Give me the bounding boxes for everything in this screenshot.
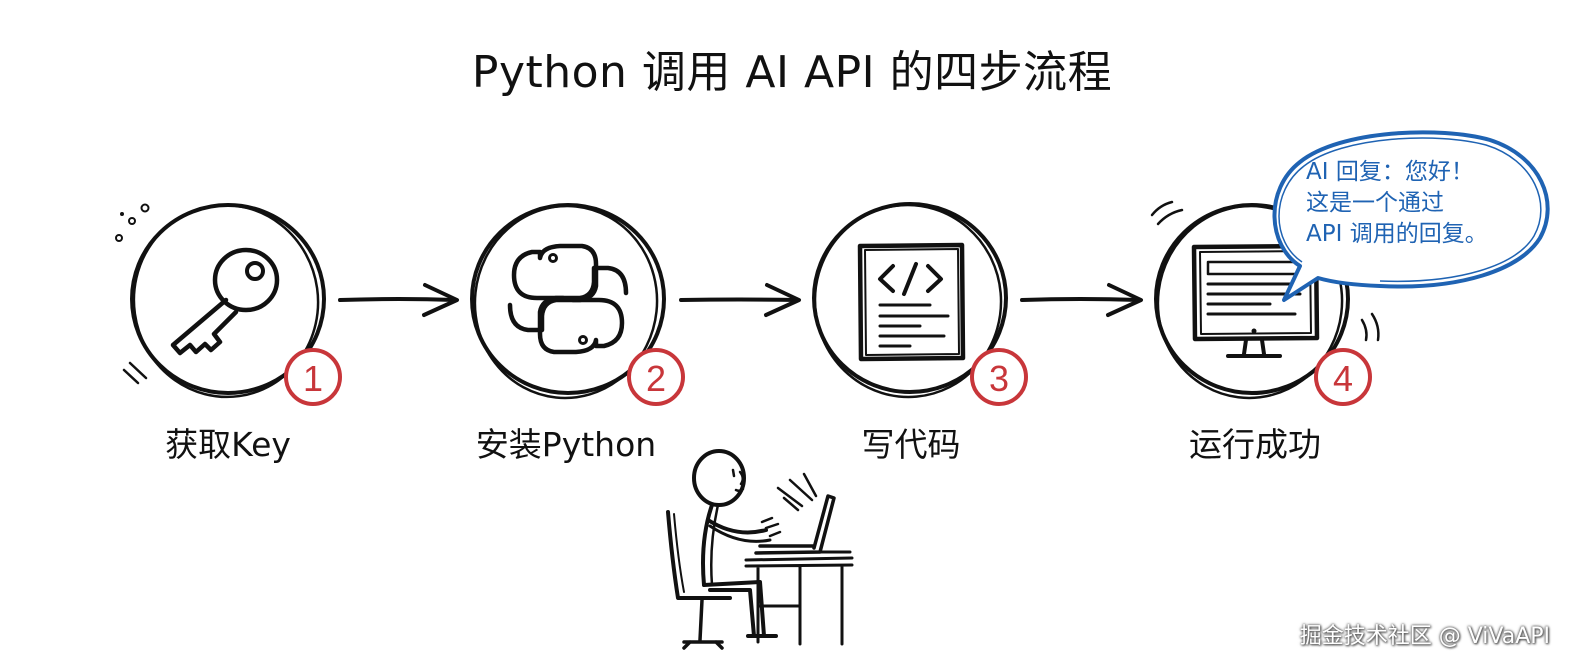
step-badge-number: 3 — [989, 358, 1009, 399]
code-document-icon — [857, 242, 966, 362]
step-badge-number: 2 — [646, 358, 666, 399]
diagram-title: Python 调用 AI API 的四步流程 — [471, 47, 1113, 98]
step-2-circle — [470, 203, 666, 400]
step-4-circle — [1154, 203, 1350, 400]
bubble-line-1: AI 回复：您好！ — [1306, 159, 1474, 185]
key-icon — [170, 247, 280, 356]
arrow-3-to-4 — [1020, 283, 1143, 317]
speech-bubble-text: AI 回复：您好！ 这是一个通过 API 调用的回复。 — [1306, 157, 1566, 250]
step-badge-number: 1 — [303, 358, 323, 399]
motion-marks — [115, 203, 150, 385]
step-badge-4: 4 — [1314, 348, 1372, 406]
monitor-icon — [1191, 243, 1320, 358]
watermark: 掘金技术社区 @ ViVaAPI — [1299, 624, 1550, 649]
step-1-circle — [130, 203, 326, 399]
bubble-line-2: 这是一个通过 — [1306, 190, 1444, 216]
bubble-line-3: API 调用的回复。 — [1306, 221, 1488, 247]
motion-marks — [1150, 200, 1380, 342]
step-1-label: 获取Key — [165, 425, 291, 464]
step-2-label: 安装Python — [475, 425, 657, 464]
step-badge-2: 2 — [627, 348, 685, 406]
arrow-1-to-2 — [338, 283, 459, 317]
step-badge-number: 4 — [1333, 358, 1353, 399]
step-badge-1: 1 — [284, 348, 342, 406]
python-logo-icon — [507, 243, 629, 355]
person-typing-illustration — [666, 449, 854, 650]
step-3-label: 写代码 — [861, 425, 961, 464]
step-3-circle — [812, 202, 1008, 399]
step-badge-3: 3 — [970, 348, 1028, 406]
speech-bubble — [1272, 130, 1550, 302]
step-4-label: 运行成功 — [1189, 425, 1321, 464]
arrow-2-to-3 — [679, 283, 801, 317]
